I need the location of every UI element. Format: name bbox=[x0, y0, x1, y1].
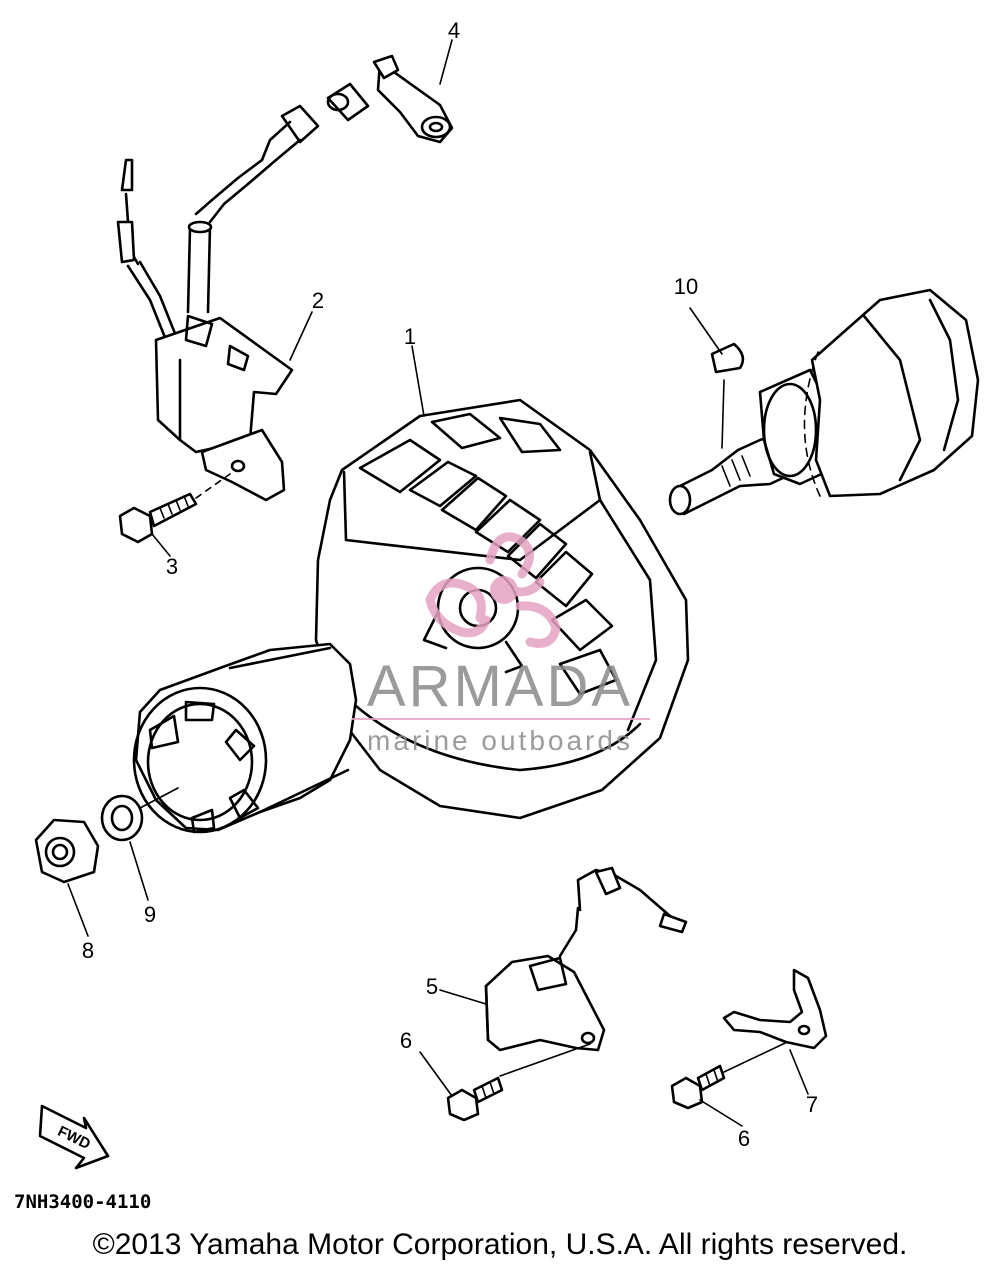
part-label-3: 3 bbox=[166, 554, 178, 579]
ignition-coil bbox=[116, 158, 294, 502]
part-label-7: 7 bbox=[806, 1092, 818, 1117]
flywheel-nut bbox=[34, 818, 100, 884]
part-label-10: 10 bbox=[674, 274, 698, 299]
armada-logo-icon bbox=[425, 532, 561, 648]
copyright-notice: ©2013 Yamaha Motor Corporation, U.S.A. A… bbox=[93, 1228, 908, 1261]
part-label-2: 2 bbox=[312, 288, 324, 313]
coil-bracket bbox=[722, 968, 828, 1050]
part-label-5: 5 bbox=[426, 974, 438, 999]
pulser-coil bbox=[484, 866, 688, 1077]
leader-lines bbox=[67, 39, 809, 1127]
crankshaft bbox=[668, 288, 980, 516]
part-label-9: 9 bbox=[144, 902, 156, 927]
pulser-bolt bbox=[446, 1076, 504, 1122]
armada-logo-center bbox=[490, 576, 518, 604]
fwd-arrow-icon: FWD bbox=[38, 1104, 110, 1170]
part-label-8: 8 bbox=[82, 938, 94, 963]
drawing-code: 7NH3400-4110 bbox=[14, 1191, 151, 1213]
coil-mounting-bolt bbox=[118, 473, 231, 544]
part-label-6a: 6 bbox=[400, 1028, 412, 1053]
part-label-6b: 6 bbox=[738, 1126, 750, 1151]
watermark-brand: ARMADA bbox=[367, 654, 633, 719]
washer bbox=[100, 787, 179, 842]
watermark-tagline: marine outboards bbox=[367, 725, 633, 756]
part-labels: 4 2 1 3 10 5 6 6 7 8 9 bbox=[82, 18, 818, 1151]
part-label-4: 4 bbox=[448, 18, 460, 43]
starter-pulley bbox=[132, 642, 358, 834]
bracket-bolt bbox=[670, 1035, 801, 1110]
woodruff-key bbox=[710, 342, 745, 374]
part-label-1: 1 bbox=[404, 324, 416, 349]
spark-plug-cap bbox=[194, 54, 454, 224]
armada-watermark: ARMADA marine outboards bbox=[352, 532, 650, 756]
